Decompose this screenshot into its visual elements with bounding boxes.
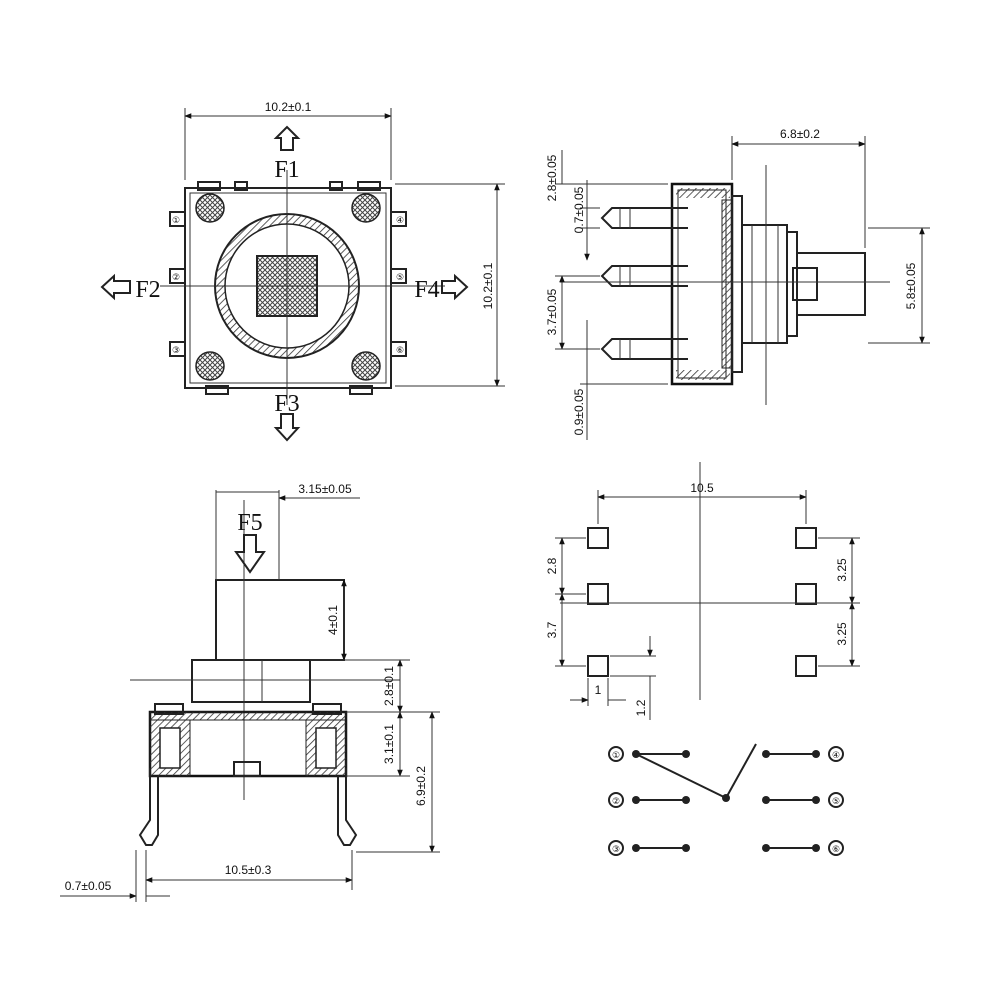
top-pin-1: ①: [172, 216, 180, 226]
top-view: ① ② ③ ④ ⑤ ⑥ F1 F2 F3 F4 10.2±0.1 10.2±0.…: [100, 100, 505, 442]
side-pin-width-dim: 0.7±0.05: [572, 186, 586, 233]
front-view: F5 3.15±0.05 4±0.1 2.8±0.1 3.1±0.1 6.9±0…: [60, 482, 440, 902]
force-f4-label: F4: [414, 277, 439, 303]
top-height-dim: 10.2±0.1: [481, 262, 495, 309]
side-pin-bottom-dim: 0.9±0.05: [572, 388, 586, 435]
front-span-dim: 10.5±0.3: [225, 863, 272, 877]
side-view: 6.8±0.2 5.8±0.05 2.8±0.05 0.7±0.05 3.7±0…: [545, 127, 930, 440]
schem-pin-5: ⑤: [832, 797, 840, 807]
footprint-right-top-dim: 3.25: [835, 558, 849, 582]
schem-pin-6: ⑥: [832, 845, 840, 855]
side-pin-top-dim: 2.8±0.05: [545, 154, 559, 201]
schem-pin-2: ②: [612, 797, 620, 807]
front-stem-height-dim: 4±0.1: [326, 605, 340, 635]
front-leg-dim: 0.7±0.05: [65, 879, 112, 893]
footprint-width-dim: 10.5: [690, 481, 714, 495]
top-pin-3: ③: [172, 346, 180, 356]
force-f3-label: F3: [274, 391, 299, 417]
footprint-pad-w-dim: 1: [595, 683, 602, 697]
schem-pin-4: ④: [832, 751, 840, 761]
schematic-view: ① ② ③ ④ ⑤ ⑥: [608, 743, 844, 856]
side-pin-spacing-dim: 3.7±0.05: [545, 288, 559, 335]
side-depth-dim: 6.8±0.2: [780, 127, 820, 141]
force-f1-label: F1: [274, 157, 299, 183]
front-stem-width-dim: 3.15±0.05: [298, 482, 352, 496]
footprint-view: 10.5 2.8 3.7 3.25 3.25 1 1.2: [545, 462, 860, 720]
front-body-dim: 3.1±0.1: [382, 724, 396, 764]
front-total-dim: 6.9±0.2: [414, 766, 428, 806]
side-stem-dim: 5.8±0.05: [904, 262, 918, 309]
top-pin-4: ④: [396, 216, 404, 226]
front-collar-dim: 2.8±0.1: [382, 666, 396, 706]
top-pin-5: ⑤: [396, 273, 404, 283]
footprint-right-bottom-dim: 3.25: [835, 622, 849, 646]
footprint-left-bottom-dim: 3.7: [545, 621, 559, 638]
footprint-left-top-dim: 2.8: [545, 557, 559, 574]
schem-pin-1: ①: [612, 751, 620, 761]
force-f5-label: F5: [237, 510, 262, 536]
top-pin-6: ⑥: [396, 346, 404, 356]
force-f2-label: F2: [135, 277, 160, 303]
footprint-pad-h-dim: 1.2: [634, 699, 648, 716]
top-width-dim: 10.2±0.1: [265, 100, 312, 114]
top-pin-2: ②: [172, 273, 180, 283]
schem-pin-3: ③: [612, 845, 620, 855]
